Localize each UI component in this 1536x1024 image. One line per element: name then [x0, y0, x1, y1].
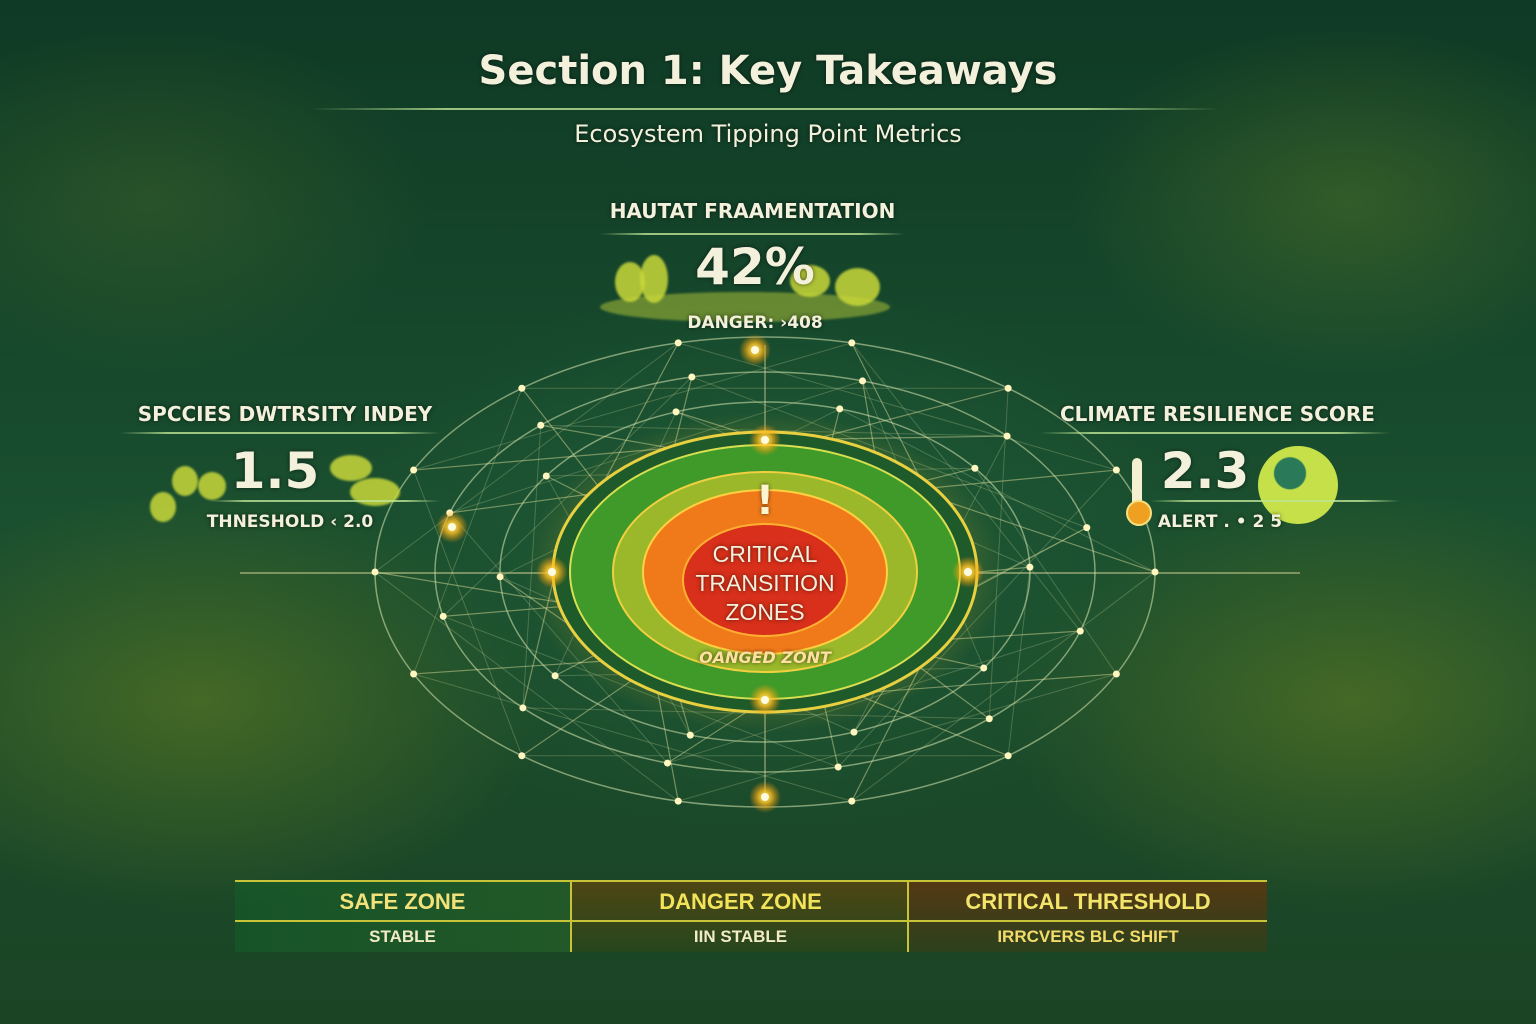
- network-node: [672, 408, 680, 416]
- network-link: [413, 388, 523, 675]
- metric-threshold: ALERT . • 2 5: [1157, 512, 1283, 532]
- network-node: [688, 373, 696, 381]
- divider: [120, 432, 440, 434]
- network-node: [674, 339, 682, 347]
- center-title: CRITICAL TRANSITION ZONES: [665, 540, 865, 627]
- zone-status: STABLE: [369, 927, 436, 946]
- network-link: [374, 571, 679, 802]
- network-node: [1004, 384, 1012, 392]
- network-node: [751, 346, 759, 354]
- network-node: [848, 339, 856, 347]
- network-node: [439, 612, 447, 620]
- metric-threshold: THNESHOLD ‹ 2.0: [206, 512, 374, 532]
- metric-label: SPCCIES DWTRSITY INDEY: [137, 402, 433, 426]
- network-node: [548, 568, 556, 576]
- divider: [600, 233, 905, 235]
- zone-title: SAFE ZONE: [235, 880, 570, 922]
- network-link: [678, 673, 1117, 802]
- page-title: Section 1: Key Takeaways: [478, 48, 1058, 94]
- network-node: [537, 421, 545, 429]
- network-nodes: [371, 334, 1159, 813]
- network-node: [1003, 432, 1011, 440]
- network-node: [848, 797, 856, 805]
- exclamation-icon: !: [755, 478, 775, 524]
- divider: [1040, 432, 1390, 434]
- metric-label: CLIMATE RESILIENCE SCORE: [1060, 402, 1375, 426]
- network-node: [1151, 568, 1159, 576]
- page-subtitle: Ecosystem Tipping Point Metrics: [574, 120, 962, 148]
- title-divider: [310, 108, 1220, 110]
- critical-zone-core: [682, 523, 848, 637]
- zone-legend-table: SAFE ZONE STABLE DANGER ZONE IIN STABLE …: [235, 880, 1267, 952]
- network-node: [410, 670, 418, 678]
- network-node: [1112, 670, 1120, 678]
- network-node: [761, 696, 769, 704]
- network-node: [985, 715, 993, 723]
- network-link: [839, 408, 1156, 573]
- center-title-line: CRITICAL: [712, 541, 818, 567]
- network-node: [686, 731, 694, 739]
- metric-value: 42%: [695, 238, 815, 296]
- network-node: [1112, 466, 1120, 474]
- network-link: [413, 469, 523, 756]
- network-node: [1076, 627, 1084, 635]
- network-link: [1007, 567, 1031, 756]
- zone-status: IIN STABLE: [693, 927, 788, 946]
- zone-title: DANGER ZONE: [572, 880, 909, 922]
- network-node: [496, 573, 504, 581]
- network-node: [834, 763, 842, 771]
- network-node: [971, 464, 979, 472]
- network-node: [371, 568, 379, 576]
- divider: [1150, 500, 1400, 502]
- zone-safe: SAFE ZONE STABLE: [235, 880, 570, 952]
- network-node: [674, 797, 682, 805]
- metric-label: HAUTAT FRAAMENTATION: [609, 199, 896, 223]
- network-node: [551, 672, 559, 680]
- network-link: [851, 571, 1156, 802]
- globe-icon: [1258, 446, 1338, 524]
- network-node: [1083, 524, 1091, 532]
- network-link: [413, 673, 852, 802]
- center-title-line: ZONES: [725, 599, 805, 625]
- network-link: [974, 467, 1117, 675]
- metric-value: 2.3: [1160, 442, 1250, 500]
- network-node: [964, 568, 972, 576]
- network-node: [519, 704, 527, 712]
- network-node: [1004, 752, 1012, 760]
- network-node: [663, 759, 671, 767]
- network-node: [518, 384, 526, 392]
- zone-danger: DANGER ZONE IIN STABLE: [570, 880, 909, 952]
- zone-critical: CRITICAL THRESHOLD IRRCVERS BLC SHIFT: [907, 880, 1267, 952]
- center-title-line: TRANSITION: [695, 570, 835, 596]
- network-node: [836, 405, 844, 413]
- zone-status: IRRCVERS BLC SHIFT: [997, 927, 1179, 946]
- network-node: [850, 728, 858, 736]
- divider: [210, 500, 440, 502]
- network-link: [413, 342, 852, 471]
- network-node: [518, 752, 526, 760]
- network-node: [761, 436, 769, 444]
- danger-ring-label: OANGED ZONT: [699, 648, 831, 667]
- network-link: [374, 342, 679, 573]
- network-node: [1026, 563, 1034, 571]
- network-node: [448, 523, 456, 531]
- network-node: [542, 472, 550, 480]
- metric-threshold: DANGER: ›408: [687, 313, 823, 333]
- network-node: [980, 664, 988, 672]
- zone-title: CRITICAL THRESHOLD: [909, 880, 1267, 922]
- network-node: [859, 377, 867, 385]
- metric-value: 1.5: [230, 442, 320, 500]
- network-node: [761, 793, 769, 801]
- network-node: [410, 466, 418, 474]
